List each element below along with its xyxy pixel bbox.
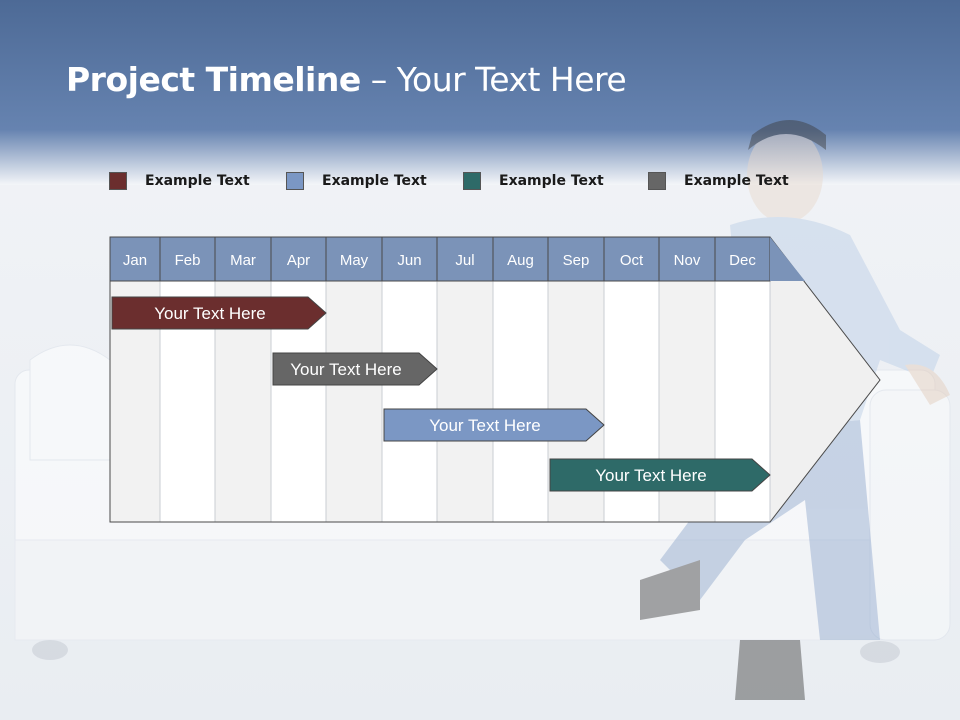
task-bar-shape bbox=[272, 352, 438, 386]
month-label: Sep bbox=[563, 252, 590, 269]
month-label: Feb bbox=[175, 252, 201, 269]
month-header-cell bbox=[436, 236, 494, 282]
header-band bbox=[0, 0, 960, 185]
legend-label: Example Text bbox=[499, 173, 604, 189]
month-header-cell bbox=[214, 236, 272, 282]
month-label: Dec bbox=[729, 252, 756, 269]
legend-swatch bbox=[286, 172, 304, 190]
month-header-cell bbox=[325, 236, 383, 282]
month-label: Aug bbox=[507, 252, 534, 269]
legend-swatch bbox=[109, 172, 127, 190]
task-bar-shape bbox=[549, 458, 771, 492]
task-bar: Your Text Here bbox=[549, 458, 771, 492]
task-bar: Your Text Here bbox=[111, 296, 327, 330]
legend-swatch bbox=[463, 172, 481, 190]
month-header-cell bbox=[658, 236, 716, 282]
month-label: Jun bbox=[397, 252, 421, 269]
month-column bbox=[159, 236, 216, 523]
task-bar-shape bbox=[111, 296, 327, 330]
month-header-cell bbox=[547, 236, 605, 282]
month-label: Mar bbox=[230, 252, 256, 269]
task-label: Your Text Here bbox=[290, 360, 402, 379]
legend-label: Example Text bbox=[145, 173, 250, 189]
task-bar-shape bbox=[383, 408, 605, 442]
month-column bbox=[214, 236, 272, 523]
month-header-cell bbox=[714, 236, 771, 282]
month-label: Jan bbox=[123, 252, 147, 269]
month-column bbox=[492, 236, 549, 523]
month-label: Apr bbox=[287, 252, 310, 269]
legend-item: Example Text bbox=[109, 170, 250, 192]
month-headers: Jan Feb Mar Apr May Jun Jul Aug Sep Oct Nov Dec bbox=[109, 236, 805, 282]
month-label: Jul bbox=[455, 252, 474, 269]
month-header-cell bbox=[492, 236, 549, 282]
month-header-cell bbox=[270, 236, 327, 282]
task-label: Your Text Here bbox=[429, 416, 541, 435]
legend-swatch bbox=[648, 172, 666, 190]
month-column bbox=[436, 236, 494, 523]
legend-item: Example Text bbox=[286, 170, 427, 192]
month-header-tail bbox=[770, 237, 805, 281]
task-label: Your Text Here bbox=[154, 304, 266, 323]
month-label: Oct bbox=[620, 252, 644, 269]
legend-item: Example Text bbox=[463, 170, 604, 192]
month-label: Nov bbox=[674, 252, 701, 269]
legend-label: Example Text bbox=[684, 173, 789, 189]
task-bar: Your Text Here bbox=[383, 408, 605, 442]
title-bold: Project Timeline bbox=[66, 60, 361, 99]
month-label: May bbox=[340, 252, 369, 269]
title-rest: – Your Text Here bbox=[360, 60, 627, 99]
page-title: Project Timeline – Your Text Here bbox=[66, 60, 627, 99]
task-label: Your Text Here bbox=[595, 466, 707, 485]
legend-label: Example Text bbox=[322, 173, 427, 189]
month-header-cell bbox=[381, 236, 438, 282]
legend-item: Example Text bbox=[648, 170, 789, 192]
month-header-cell bbox=[159, 236, 216, 282]
task-bar: Your Text Here bbox=[272, 352, 438, 386]
